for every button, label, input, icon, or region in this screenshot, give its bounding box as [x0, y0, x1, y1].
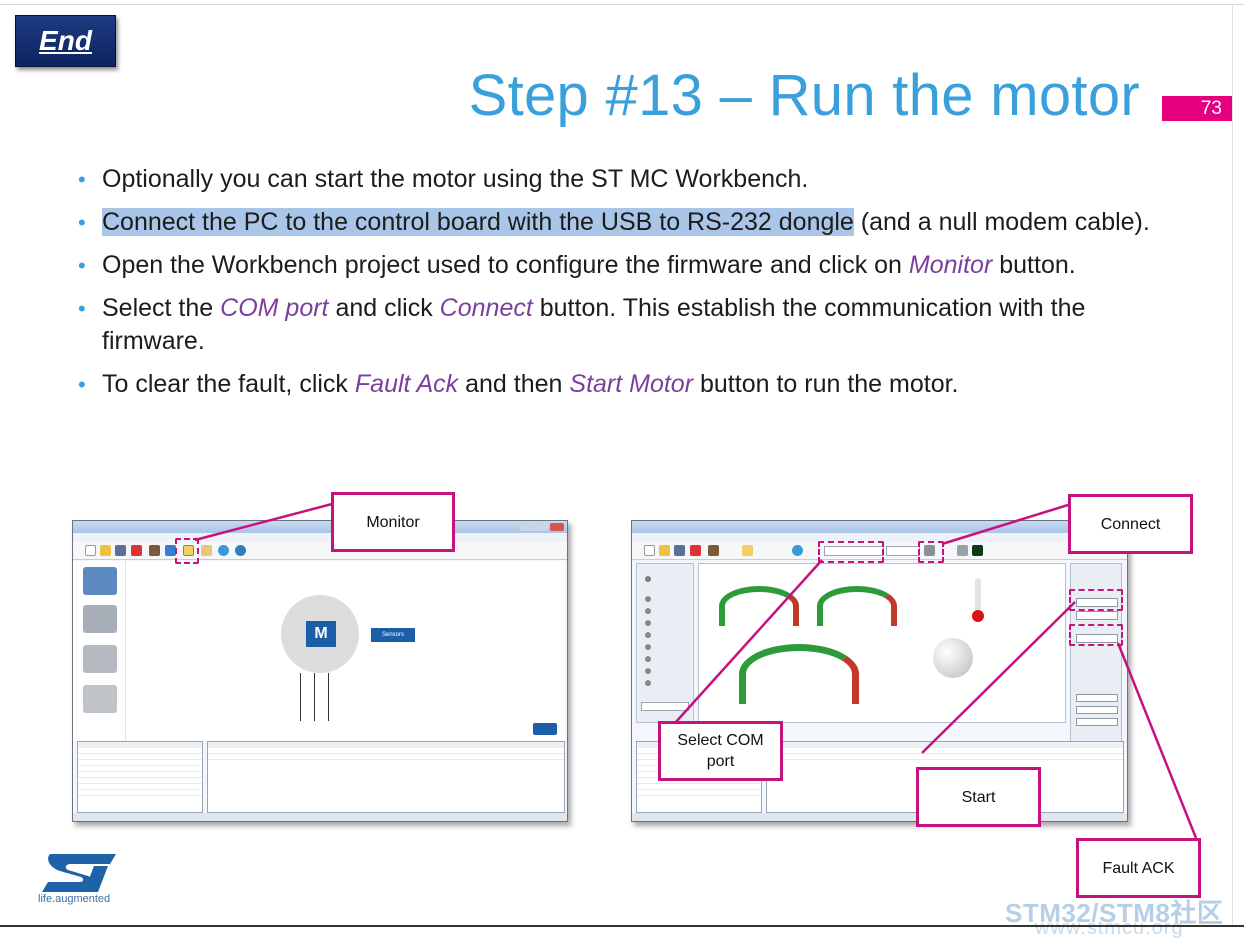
connect-icon [924, 545, 935, 556]
menu-bar [632, 533, 1127, 542]
callout-select-com: Select COM port [658, 721, 783, 781]
window-close-icon [550, 523, 564, 531]
delete-icon [131, 545, 142, 556]
motor-lead-3 [328, 673, 329, 721]
top-rule [0, 4, 1244, 5]
save-icon [115, 545, 126, 556]
properties-panel [77, 741, 203, 813]
st-logo [42, 854, 116, 892]
motor-block: M [306, 621, 336, 647]
play-icon [957, 545, 968, 556]
help-icon [218, 545, 229, 556]
status-bar [73, 813, 567, 821]
right-rule [1232, 4, 1233, 924]
bullet-list: Optionally you can start the motor using… [78, 163, 1188, 411]
bullet-1: Optionally you can start the motor using… [78, 163, 1188, 196]
save-icon [674, 545, 685, 556]
window-titlebar [632, 521, 1127, 533]
connect-highlight [918, 541, 944, 563]
motor-lead-1 [300, 673, 301, 721]
fault-ack-button[interactable] [1076, 634, 1118, 643]
control-stage-icon [83, 645, 117, 673]
bullet-2: Connect the PC to the control board with… [78, 206, 1188, 239]
start-motor-button[interactable] [1076, 598, 1118, 607]
logo-tagline: life.augmented [38, 893, 111, 905]
toolbar [632, 542, 1127, 560]
fault-ack-highlight [1069, 624, 1123, 646]
reset-button[interactable] [1076, 718, 1118, 726]
new-icon [644, 545, 655, 556]
heatsink-temp-gauge [817, 586, 897, 626]
window-maximize-icon [534, 523, 548, 531]
open-icon [659, 545, 670, 556]
motor-diagram: M Sensors [125, 561, 565, 741]
thermometer-bulb-icon [972, 610, 984, 622]
end-button[interactable]: End [15, 15, 116, 67]
monitor-icon [183, 545, 194, 556]
build-icon [149, 545, 160, 556]
info-icon [235, 545, 246, 556]
toolbar [73, 542, 567, 560]
monitor-highlight [175, 538, 199, 564]
monitor-icon [742, 545, 753, 556]
highlighted-text: Connect the PC to the control board with… [102, 208, 854, 236]
menu-bar [73, 533, 567, 542]
sensors-block: Sensors [371, 628, 415, 642]
callout-start: Start [916, 767, 1041, 827]
delete-icon [690, 545, 701, 556]
message-log-panel [207, 741, 565, 813]
baud-rate-field[interactable] [886, 546, 920, 556]
power-stage-icon [83, 605, 117, 633]
com-port-highlight [818, 541, 884, 563]
st-mini-logo [533, 723, 557, 735]
callout-fault-ack: Fault ACK [1076, 838, 1201, 898]
thermometer-icon [975, 578, 981, 614]
callout-monitor: Monitor [331, 492, 455, 552]
page-number: 73 [1162, 96, 1232, 121]
oscilloscope-icon [972, 545, 983, 556]
gauges-panel [698, 563, 1066, 723]
project-sidebar [73, 561, 125, 741]
fault-status-panel [636, 563, 694, 723]
download-icon [165, 545, 176, 556]
start-highlight [1069, 589, 1123, 611]
build-icon [708, 545, 719, 556]
watermark-url: www.stmcu.org [1035, 917, 1184, 939]
new-icon [85, 545, 96, 556]
enable-button[interactable] [1076, 694, 1118, 702]
slide-title: Step #13 – Run the motor [468, 63, 1140, 128]
open-icon [100, 545, 111, 556]
bullet-3: Open the Workbench project used to confi… [78, 249, 1188, 282]
motor-category-icon [83, 567, 117, 595]
bullet-5: To clear the fault, click Fault Ack and … [78, 368, 1188, 401]
callout-connect: Connect [1068, 494, 1193, 554]
workbench-screenshot: M Sensors [72, 520, 568, 822]
help-icon [792, 545, 803, 556]
speed-ramp-button[interactable] [1076, 706, 1118, 714]
drive-management-icon [83, 685, 117, 713]
watermark-title: STM32/STM8社区 [1005, 898, 1224, 928]
control-panel [1070, 563, 1122, 743]
export-icon [201, 545, 212, 556]
stop-motor-button[interactable] [1076, 611, 1118, 620]
window-titlebar [73, 521, 567, 533]
speed-knob[interactable] [933, 638, 973, 678]
speed-gauge [739, 644, 859, 704]
status-bar [632, 813, 1127, 821]
bullet-4: Select the COM port and click Connect bu… [78, 292, 1188, 358]
bottom-rule [0, 925, 1244, 927]
bus-voltage-gauge [719, 586, 799, 626]
window-minimize-icon [519, 523, 533, 531]
motor-lead-2 [314, 673, 315, 721]
